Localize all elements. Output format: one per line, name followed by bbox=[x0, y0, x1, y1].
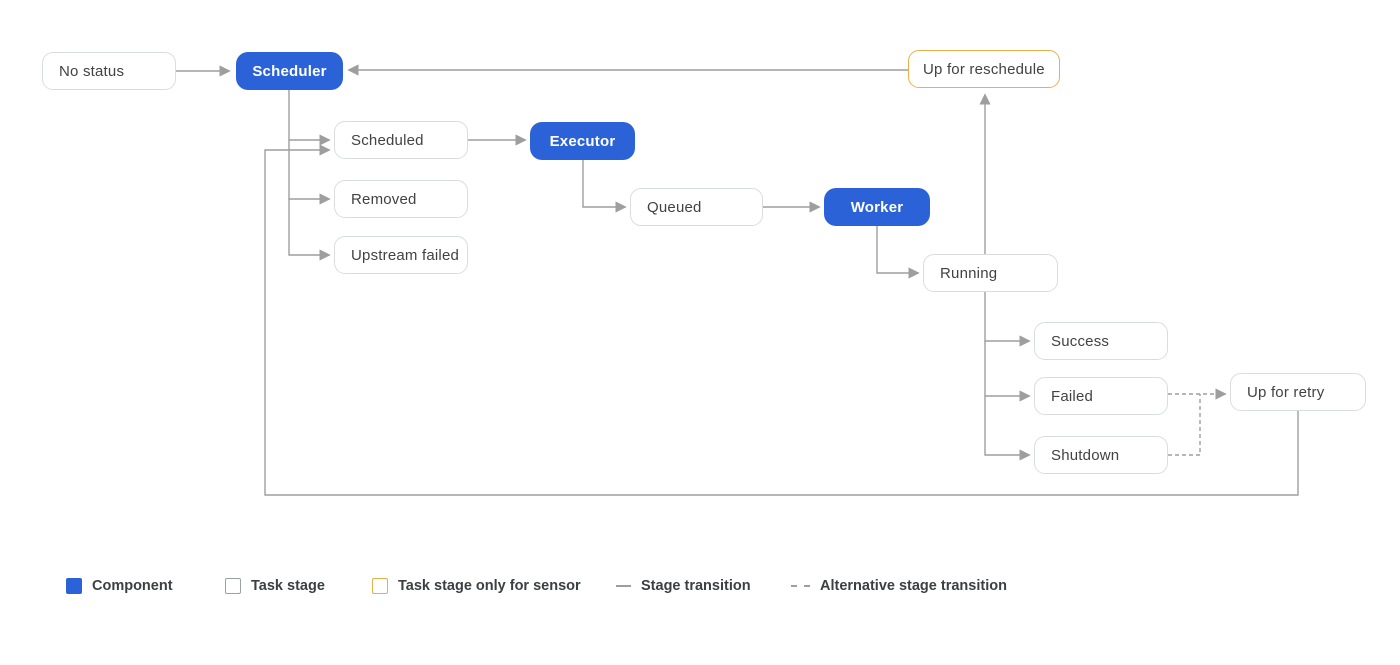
node-success: Success bbox=[1034, 322, 1168, 360]
edge-worker-to-running bbox=[876, 226, 920, 279]
node-scheduler: Scheduler bbox=[236, 52, 343, 90]
solid-line-swatch bbox=[616, 585, 631, 587]
edge-shutdown-to-up-for-retry bbox=[1168, 394, 1201, 456]
sensor-stage-swatch bbox=[372, 578, 388, 594]
legend-label: Task stage only for sensor bbox=[398, 578, 581, 594]
legend-label: Alternative stage transition bbox=[820, 578, 1007, 594]
dashed-line-swatch bbox=[791, 585, 810, 587]
node-shutdown: Shutdown bbox=[1034, 436, 1168, 474]
component-swatch bbox=[66, 578, 82, 594]
edge-executor-to-queued bbox=[582, 160, 627, 213]
node-no-status: No status bbox=[42, 52, 176, 90]
node-running: Running bbox=[923, 254, 1058, 292]
edge-scheduler-to-scheduled bbox=[288, 90, 331, 146]
edge-scheduler-to-removed bbox=[288, 140, 331, 205]
legend-item-task-stage: Task stage bbox=[225, 577, 325, 595]
edge-up-for-retry-to-scheduled bbox=[264, 144, 1299, 496]
edge-running-to-success bbox=[984, 292, 1031, 347]
edge-running-to-shutdown bbox=[984, 396, 1031, 461]
legend-item-alt-stage-transition: Alternative stage transition bbox=[791, 577, 1007, 595]
node-upstream-failed: Upstream failed bbox=[334, 236, 468, 274]
edge-running-to-failed bbox=[984, 341, 1031, 402]
legend-label: Stage transition bbox=[641, 578, 751, 594]
legend-item-component: Component bbox=[66, 577, 173, 595]
node-scheduled: Scheduled bbox=[334, 121, 468, 159]
node-queued: Queued bbox=[630, 188, 763, 226]
node-up-for-retry: Up for retry bbox=[1230, 373, 1366, 411]
node-up-for-reschedule: Up for reschedule bbox=[908, 50, 1060, 88]
legend-label: Component bbox=[92, 578, 173, 594]
legend-item-sensor-stage: Task stage only for sensor bbox=[372, 577, 581, 595]
node-worker: Worker bbox=[824, 188, 930, 226]
task-stage-swatch bbox=[225, 578, 241, 594]
legend-item-stage-transition: Stage transition bbox=[616, 577, 751, 595]
edge-scheduler-to-upstream-failed bbox=[288, 199, 331, 261]
node-executor: Executor bbox=[530, 122, 635, 160]
node-failed: Failed bbox=[1034, 377, 1168, 415]
node-removed: Removed bbox=[334, 180, 468, 218]
legend-label: Task stage bbox=[251, 578, 325, 594]
